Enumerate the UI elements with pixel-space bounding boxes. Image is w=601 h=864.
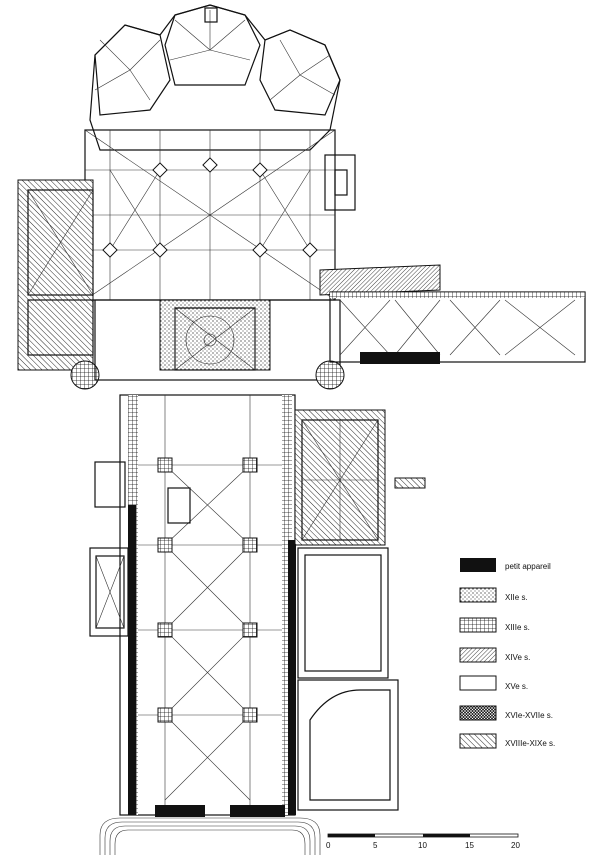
legend: petit appareil XIIe s. XIIIe s. XIVe s. … [459,558,555,749]
legend-label: XIIe s. [505,593,528,602]
legend-item-xviii-xix: XVIIIe-XIXe s. [459,733,555,749]
legend-item-xv: XVe s. [459,675,528,691]
legend-label: XVIIIe-XIXe s. [505,739,555,748]
scale-bar: 0 5 10 15 20 [326,833,520,850]
scale-tick: 5 [373,841,378,850]
legend-item-xii: XIIe s. [459,587,528,603]
south-rooms [294,409,426,811]
legend-item-petit-appareil: petit appareil [460,558,551,572]
scale-tick: 15 [465,841,474,850]
legend-swatch [460,558,496,572]
legend-item-xiv: XIVe s. [459,647,530,663]
scale-tick: 10 [418,841,427,850]
legend-swatch [459,617,497,633]
legend-item-xvi-xvii: XVIe-XVIIe s. [459,705,553,721]
legend-swatch [459,733,497,749]
entrance-steps [99,817,321,855]
chevet [89,4,341,151]
south-east-wing [319,154,586,364]
legend-label: petit appareil [505,562,551,571]
north-side-chapels [89,461,129,637]
scale-tick: 0 [326,841,331,850]
choir [84,129,336,301]
legend-item-xiii: XIIIe s. [459,617,530,633]
nave [119,394,296,817]
north-chapel [17,179,100,390]
legend-swatch [459,705,497,721]
legend-swatch [459,587,497,603]
legend-label: XIIIe s. [505,623,530,632]
legend-label: XIVe s. [505,653,530,662]
legend-swatch [459,675,497,691]
legend-swatch [459,647,497,663]
scale-tick: 20 [511,841,520,850]
transept [94,299,345,390]
legend-label: XVIe-XVIIe s. [505,711,553,720]
legend-label: XVe s. [505,682,528,691]
